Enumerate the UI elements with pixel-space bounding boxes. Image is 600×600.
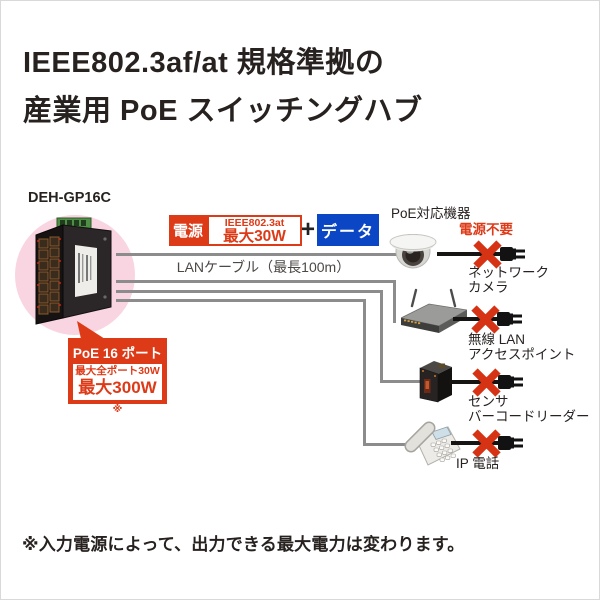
lan-cable-line-ap-vertical xyxy=(393,280,396,323)
lan-cable-line-sensor xyxy=(116,290,383,293)
plus-sign: + xyxy=(301,216,316,243)
poe-ports-title: PoE 16 ポート xyxy=(72,346,163,361)
device-label-camera: ネットワーク カメラ xyxy=(468,265,549,295)
power-badge: 電源 xyxy=(169,215,207,246)
device-label-ap: 無線 LAN アクセスポイント xyxy=(468,332,576,362)
camera-power-cord xyxy=(437,252,503,256)
lan-cable-line-phone-vertical xyxy=(363,299,366,446)
no-power-x-icon xyxy=(472,368,501,397)
speech-bubble-tail xyxy=(77,321,105,339)
lan-cable-line-sensor-vertical xyxy=(380,290,383,383)
page-title-line1: IEEE802.3af/at 規格準拠の xyxy=(23,47,385,79)
lan-cable-line-camera xyxy=(116,253,406,256)
device-label-phone: IP 電話 xyxy=(456,456,500,471)
poe-all-ports-label: 最大全ポート30W xyxy=(75,365,160,377)
poe-standard-label: IEEE802.3at xyxy=(224,216,285,229)
poe-devices-header: PoE対応機器 xyxy=(391,206,471,221)
lan-cable-line-sensor-stub xyxy=(380,380,424,383)
no-power-x-icon xyxy=(472,429,501,458)
power-plug-icon xyxy=(497,312,522,326)
ap-power-cord xyxy=(453,317,503,321)
barcode-sensor-icon xyxy=(419,361,452,403)
poe-max-power-label: 最大30W xyxy=(223,227,286,245)
power-plug-icon xyxy=(498,436,523,450)
poe-spec-box: IEEE802.3at 最大30W xyxy=(207,215,302,246)
data-badge: データ xyxy=(317,214,379,246)
network-camera-icon xyxy=(389,234,437,269)
switch-model-label: DEH-GP16C xyxy=(28,190,111,206)
ip-phone-icon xyxy=(404,421,461,466)
no-power-x-icon xyxy=(473,240,502,269)
poe-wattage-box: 最大全ポート30W 最大300W ※ xyxy=(73,364,162,415)
page-title: IEEE802.3af/at 規格準拠の 産業用 PoE スイッチングハブ xyxy=(23,39,423,135)
page-title-line2: 産業用 PoE スイッチングハブ xyxy=(23,95,423,127)
phone-power-cord xyxy=(451,441,503,445)
rj45-ports-icon xyxy=(37,236,61,315)
sensor-power-cord xyxy=(449,380,503,384)
lan-cable-label: LANケーブル（最長100m） xyxy=(176,259,351,275)
device-label-sensor: センサ バーコードリーダー xyxy=(468,394,590,424)
poe-ports-bubble: PoE 16 ポート 最大全ポート30W 最大300W ※ xyxy=(68,338,167,415)
footnote: ※入力電源によって、出力できる最大電力は変わります。 xyxy=(22,535,465,554)
wireless-ap-icon xyxy=(401,288,467,333)
poe-switch-image xyxy=(35,217,112,325)
power-plug-icon xyxy=(500,247,525,261)
footnote-mark: ※ xyxy=(112,404,123,415)
power-plug-icon xyxy=(498,375,523,389)
lan-cable-line-phone-stub xyxy=(363,443,417,446)
lan-cable-line-phone xyxy=(116,299,366,302)
no-power-label: 電源不要 xyxy=(459,222,513,237)
lan-cable-line-ap xyxy=(116,280,396,283)
no-power-x-icon xyxy=(471,305,500,334)
poe-total-watts-label: 最大300W ※ xyxy=(78,378,157,415)
